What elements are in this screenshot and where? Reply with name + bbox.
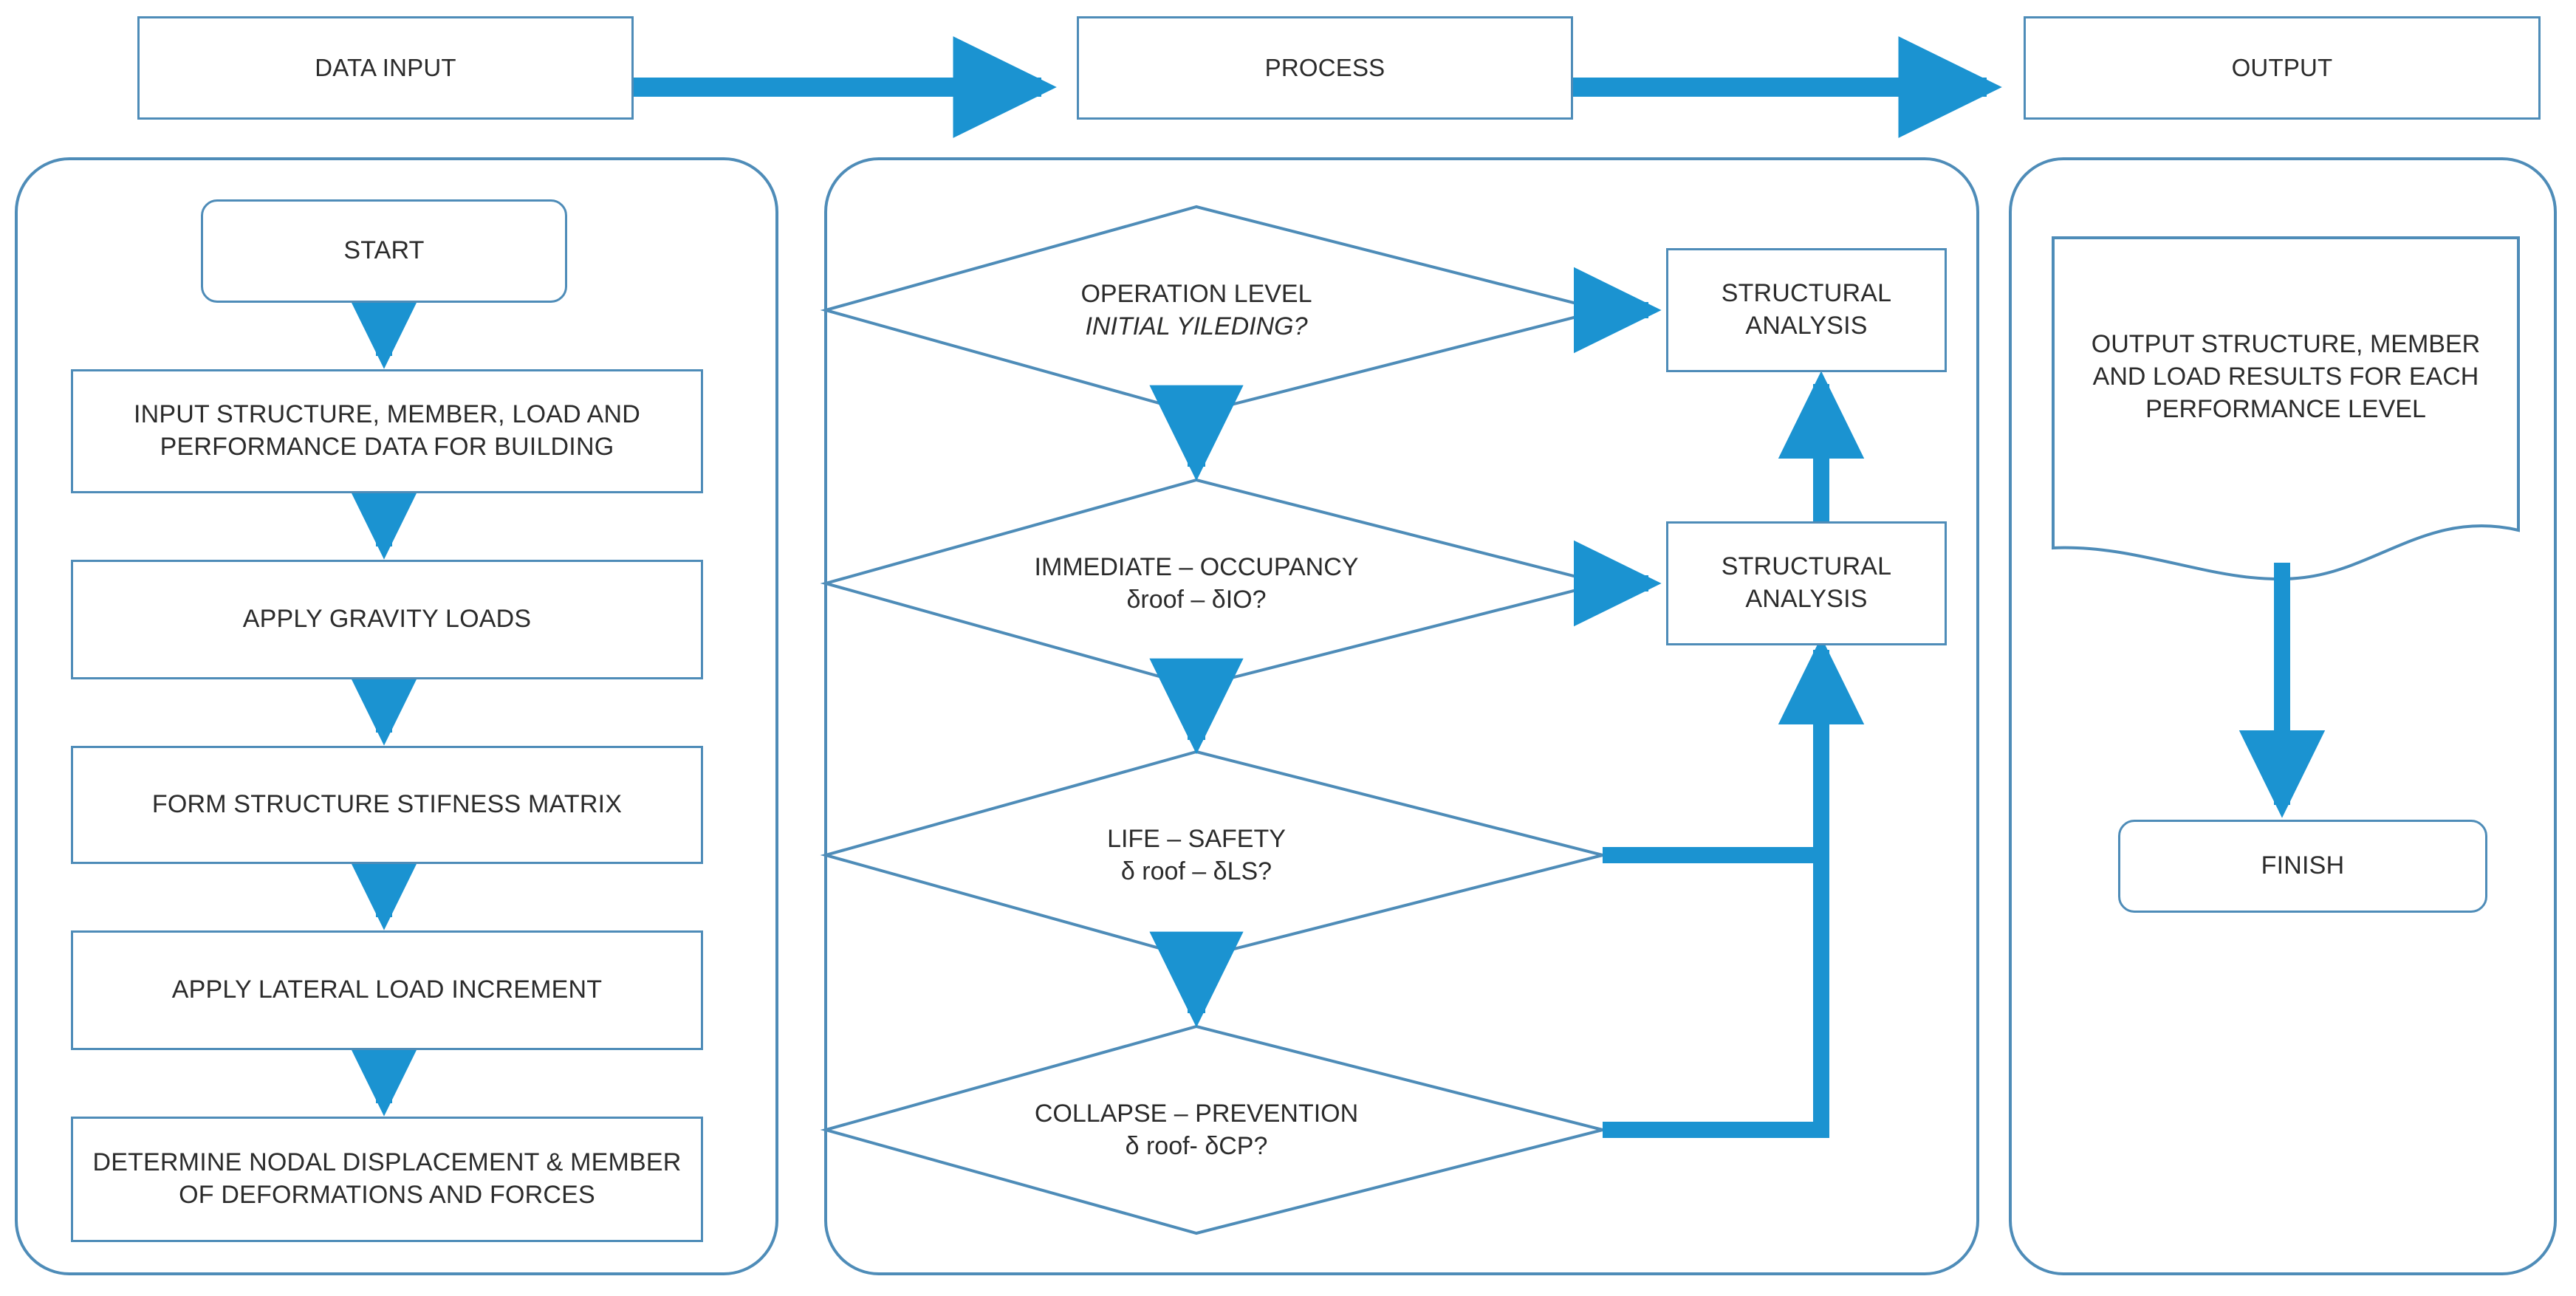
node-structural-analysis-bottom-label: STRUCTURAL ANALYSIS [1721,552,1892,613]
output-document-shape[interactable] [2052,236,2520,581]
node-input-data[interactable]: INPUT STRUCTURE, MEMBER, LOAD AND PERFOR… [71,369,703,493]
connector-collapse-elbow [1603,637,1865,1138]
header-output-label: OUTPUT [2231,53,2333,81]
node-input-data-label: INPUT STRUCTURE, MEMBER, LOAD AND PERFOR… [133,400,641,461]
decision-life-safety[interactable] [820,750,1603,961]
data-input-panel [15,157,778,1275]
node-output-document-text: OUTPUT STRUCTURE, MEMBER AND LOAD RESULT… [2091,329,2481,424]
node-start-label: START [343,236,425,265]
node-apply-lateral-load-label: APPLY LATERAL LOAD INCREMENT [171,976,603,1004]
node-structural-analysis-top[interactable]: STRUCTURAL ANALYSIS [1666,248,1947,372]
node-form-stiffness-matrix[interactable]: FORM STRUCTURE STIFNESS MATRIX [71,746,703,864]
header-data-input-label: DATA INPUT [315,53,456,81]
node-output-document-label: OUTPUT STRUCTURE, MEMBER AND LOAD RESULT… [2072,295,2499,458]
header-data-input[interactable]: DATA INPUT [137,16,634,120]
node-structural-analysis-bottom[interactable]: STRUCTURAL ANALYSIS [1666,521,1947,645]
header-process[interactable]: PROCESS [1077,16,1573,120]
node-form-stiffness-matrix-label: FORM STRUCTURE STIFNESS MATRIX [151,790,623,819]
node-finish[interactable]: FINISH [2118,820,2487,913]
process-panel [824,157,1979,1275]
node-apply-gravity-loads-label: APPLY GRAVITY LOADS [242,605,532,634]
node-determine-nodal-displacement[interactable]: DETERMINE NODAL DISPLACEMENT & MEMBER OF… [71,1117,703,1242]
decision-immediate-occupancy[interactable] [820,478,1603,689]
decision-collapse-prevention[interactable] [820,1024,1603,1235]
node-start[interactable]: START [201,199,567,303]
node-determine-nodal-displacement-label: DETERMINE NODAL DISPLACEMENT & MEMBER OF… [92,1148,682,1209]
node-structural-analysis-top-label: STRUCTURAL ANALYSIS [1721,279,1892,340]
node-apply-lateral-load[interactable]: APPLY LATERAL LOAD INCREMENT [71,930,703,1050]
header-process-label: PROCESS [1264,53,1385,81]
node-apply-gravity-loads[interactable]: APPLY GRAVITY LOADS [71,560,703,679]
decision-operation-level[interactable] [820,205,1603,416]
node-finish-label: FINISH [2261,851,2345,880]
header-output[interactable]: OUTPUT [2024,16,2541,120]
output-panel [2009,157,2557,1275]
